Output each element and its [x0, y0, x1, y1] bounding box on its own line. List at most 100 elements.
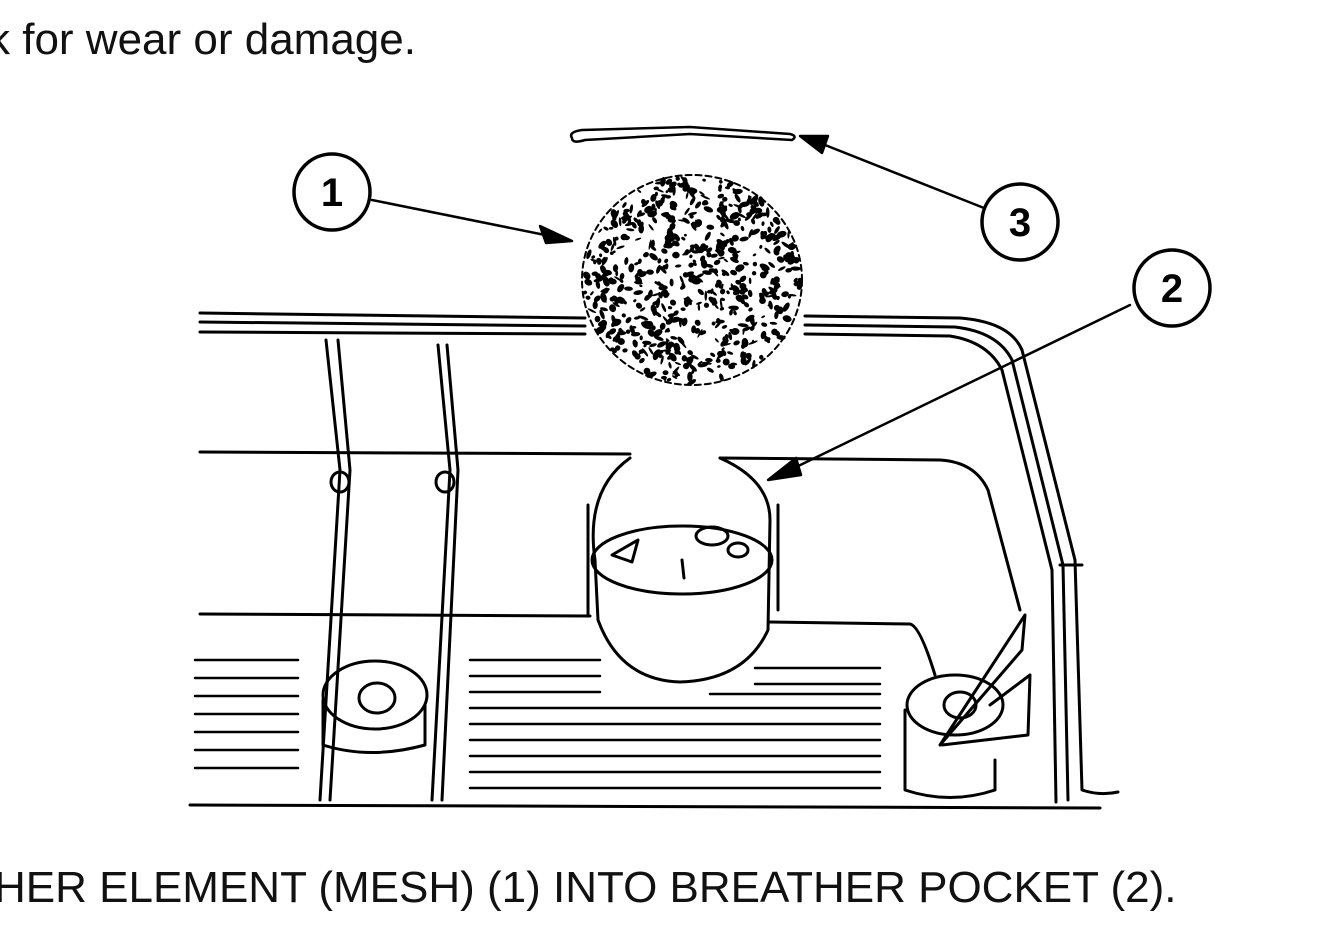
mesh-fiber [772, 235, 781, 242]
mesh-fiber [590, 291, 594, 296]
mesh-fiber [782, 302, 790, 312]
mesh-fiber [748, 307, 753, 312]
mesh-fiber [680, 307, 686, 312]
mesh-fiber [638, 350, 644, 355]
mesh-fiber [740, 299, 746, 305]
mesh-fiber [719, 288, 726, 295]
mesh-fiber [774, 226, 780, 234]
mesh-fiber [665, 338, 670, 342]
mesh-fiber [701, 330, 707, 335]
mesh-fiber [703, 206, 714, 213]
mesh-fiber [767, 226, 772, 233]
mesh-fiber [730, 283, 735, 291]
mesh-fiber [633, 299, 637, 303]
mesh-fiber [694, 243, 701, 254]
mesh-fiber [610, 347, 617, 354]
mesh-fiber [738, 265, 741, 273]
mesh-fiber [669, 242, 677, 247]
mesh-fiber [703, 302, 710, 308]
mesh-fiber [603, 247, 610, 254]
mesh-fiber [592, 301, 598, 310]
mesh-fiber [721, 325, 728, 329]
mesh-fiber [774, 219, 781, 225]
mesh-fiber [657, 341, 666, 348]
mesh-fiber [651, 325, 656, 331]
mesh-fiber [738, 203, 742, 213]
mesh-fiber [618, 217, 622, 227]
mesh-fiber [612, 336, 621, 342]
mesh-fiber [674, 362, 682, 366]
mesh-fiber [644, 294, 651, 301]
mesh-fiber [710, 288, 714, 295]
mesh-fiber [648, 224, 654, 231]
mesh-fiber [748, 228, 753, 238]
mesh-fiber [626, 228, 635, 232]
mesh-fiber [669, 181, 677, 188]
mesh-fiber [587, 308, 597, 314]
mesh-fiber [625, 329, 631, 334]
mesh-fiber [654, 191, 658, 197]
mesh-fiber [755, 212, 764, 219]
callout-1-label: 1 [321, 171, 343, 215]
mesh-fiber [742, 261, 749, 266]
mesh-fiber [689, 254, 693, 259]
mesh-fiber [720, 350, 724, 354]
mesh-fiber [659, 265, 667, 274]
mesh-fiber [612, 250, 616, 254]
mesh-fiber [718, 285, 724, 289]
mesh-fiber [584, 278, 593, 286]
mesh-fiber [781, 291, 789, 298]
mesh-fiber [750, 228, 761, 236]
mesh-fiber [773, 249, 780, 256]
mesh-fiber [656, 281, 661, 286]
mesh-fiber [722, 196, 728, 202]
mesh-fiber [787, 230, 790, 239]
mesh-fiber [583, 290, 588, 295]
mesh-fiber [718, 179, 723, 184]
mesh-fiber [669, 200, 678, 208]
mesh-fiber [793, 257, 800, 264]
mesh-fiber [616, 296, 626, 304]
callout-3-label: 3 [1009, 201, 1031, 245]
mesh-fiber [664, 327, 670, 333]
mesh-fiber [593, 259, 597, 265]
mesh-fiber [730, 362, 738, 366]
mesh-fiber [598, 228, 603, 233]
mesh-fiber [608, 277, 614, 284]
mesh-fiber [665, 339, 669, 347]
mesh-fiber [585, 295, 591, 300]
mesh-fiber [714, 338, 719, 343]
mesh-fiber [662, 370, 669, 376]
mesh-fiber [688, 211, 697, 216]
mesh-fiber [716, 353, 723, 360]
mesh-fiber [764, 247, 771, 254]
mesh-fiber [591, 271, 599, 276]
cover-top-rail [198, 311, 1024, 372]
mesh-fiber [767, 303, 773, 307]
mesh-fiber [600, 307, 608, 312]
mesh-fiber [733, 310, 737, 316]
mesh-fiber [704, 231, 711, 241]
mesh-fiber [646, 371, 657, 378]
mesh-fiber [622, 348, 628, 353]
mesh-fiber [648, 239, 652, 250]
mesh-fiber [601, 296, 607, 303]
mesh-fiber [736, 188, 742, 194]
mesh-fiber [705, 357, 713, 363]
mesh-fiber [696, 301, 702, 305]
mesh-fiber [730, 327, 740, 336]
mesh-fiber [782, 315, 792, 323]
mesh-fiber [693, 188, 698, 194]
mesh-fiber [634, 262, 639, 266]
instruction-text-top: k for wear or damage. [0, 15, 416, 64]
mesh-fiber [772, 293, 778, 300]
mesh-fiber [657, 258, 662, 264]
mesh-fiber [753, 203, 757, 211]
mesh-fiber [651, 305, 656, 317]
mesh-fiber [664, 234, 675, 242]
mesh-fiber [634, 280, 643, 285]
mesh-fiber [721, 347, 725, 351]
mesh-fiber [723, 258, 728, 263]
mesh-fiber [776, 256, 785, 263]
mesh-fiber [752, 261, 758, 267]
